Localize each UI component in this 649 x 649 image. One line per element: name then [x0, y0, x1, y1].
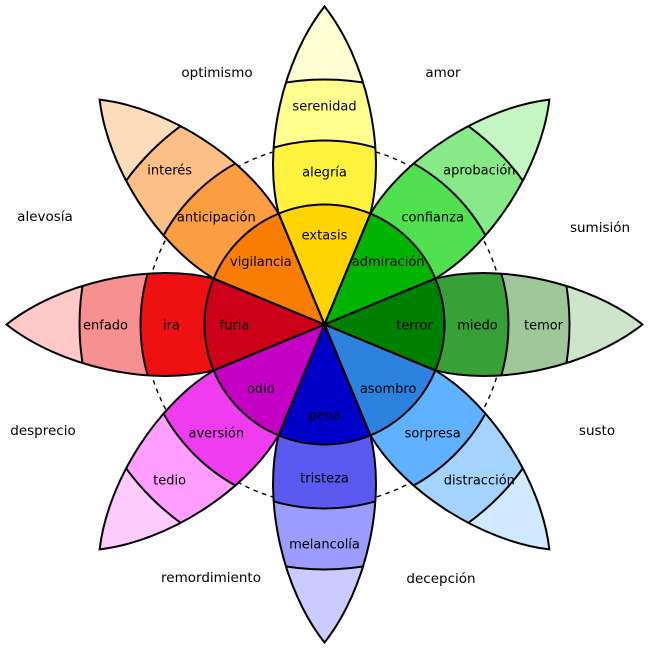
- petal-joy: [272, 4, 377, 328]
- emotion-label-basic-fear: miedo: [457, 319, 498, 334]
- wedge-intense-disgust: [212, 322, 327, 437]
- emotion-label-mild-sadness: melancolía: [289, 538, 360, 553]
- petal-outline-sadness: [272, 321, 377, 645]
- emotion-label-basic-anger: ira: [163, 319, 180, 334]
- band-basic-anger: [139, 273, 325, 376]
- wedge-intense-anger: [203, 277, 328, 372]
- band-basic-sadness: [273, 324, 376, 510]
- emotion-label-intense-sadness: pena: [308, 409, 340, 424]
- emotion-label-intense-surprise: asombro: [360, 382, 417, 397]
- petal-outline-anticipation: [98, 98, 327, 327]
- petal-fear: [321, 272, 645, 377]
- petal-outline-fear: [321, 272, 645, 377]
- wedge-intense-sadness: [277, 321, 372, 446]
- emotion-label-mild-disgust: tedio: [153, 473, 186, 488]
- band-mild-sadness: [273, 324, 376, 571]
- wedge-intense-fear: [321, 277, 446, 372]
- emotion-label-mild-anticipation: interés: [147, 164, 192, 179]
- emotion-label-basic-trust: confianza: [401, 210, 464, 225]
- wedge-intense-anticipation: [212, 212, 327, 327]
- petal-outline-surprise: [322, 322, 551, 551]
- petal-sadness: [272, 321, 377, 645]
- emotion-label-basic-sadness: tristeza: [300, 472, 349, 487]
- emotion-label-intense-anger: furia: [220, 319, 250, 334]
- emotion-label-basic-surprise: sorpresa: [405, 427, 461, 442]
- petal-outline-joy: [272, 4, 377, 328]
- wedge-intense-trust: [322, 212, 437, 327]
- emotion-label-mild-anger: enfado: [83, 319, 128, 334]
- band-basic-fear: [324, 273, 510, 376]
- emotion-label-intense-joy: extasis: [302, 229, 348, 244]
- band-basic-joy: [273, 139, 376, 325]
- emotion-label-basic-anticipation: anticipación: [177, 210, 256, 225]
- dyad-label-6: remordimiento: [161, 570, 261, 586]
- wedge-intense-surprise: [322, 322, 437, 437]
- petal-outline-disgust: [98, 322, 327, 551]
- emotion-label-intense-fear: terror: [396, 319, 433, 334]
- dyad-label-7: decepción: [406, 571, 475, 587]
- band-mild-joy: [273, 78, 376, 325]
- dyad-label-3: sumisión: [570, 220, 630, 236]
- dyad-label-4: desprecio: [10, 423, 75, 439]
- band-mild-fear: [324, 273, 571, 376]
- dyad-label-1: amor: [425, 65, 461, 81]
- emotion-label-intense-trust: admiración: [352, 255, 425, 270]
- emotion-label-mild-fear: temor: [524, 319, 564, 334]
- band-mild-anger: [78, 273, 325, 376]
- dyad-label-0: optimismo: [181, 65, 252, 81]
- emotion-label-basic-joy: alegría: [302, 166, 347, 181]
- wedge-intense-joy: [277, 203, 372, 328]
- dyad-label-2: alevosía: [17, 209, 73, 225]
- petal-outline-trust: [322, 98, 551, 327]
- emotion-label-intense-anticipation: vigilancia: [230, 255, 292, 270]
- petal-anger: [4, 272, 328, 377]
- emotion-label-basic-disgust: aversión: [189, 427, 245, 442]
- petal-outline-anger: [4, 272, 328, 377]
- emotion-label-mild-trust: aprobación: [443, 164, 515, 179]
- dyad-label-5: susto: [579, 423, 615, 439]
- emotion-label-mild-joy: serenidad: [292, 100, 356, 115]
- emotion-label-mild-surprise: distracción: [444, 473, 515, 488]
- emotion-label-intense-disgust: odio: [247, 382, 275, 397]
